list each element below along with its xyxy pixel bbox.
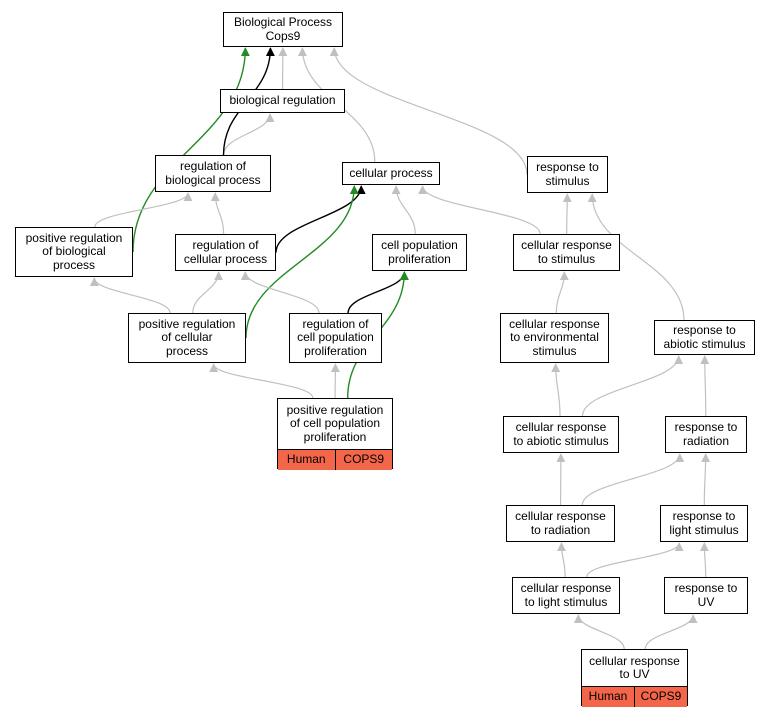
go-term-node[interactable]: cellular response to abiotic stimulus <box>503 416 619 453</box>
gene-tag: COPS9 <box>634 687 687 707</box>
is-a-edge <box>94 192 193 228</box>
go-term-node[interactable]: positive regulation of cell population p… <box>277 398 393 470</box>
go-term-node[interactable]: positive regulation of cellular process <box>128 313 246 363</box>
is-a-edge <box>587 193 685 321</box>
is-a-edge <box>556 542 566 578</box>
go-term-node[interactable]: cellular response to environmental stimu… <box>500 313 609 363</box>
go-term-node[interactable]: cell population proliferation <box>372 234 467 271</box>
go-term-label: positive regulation of cell population p… <box>286 402 384 444</box>
go-term-node[interactable]: regulation of cell population proliferat… <box>289 313 382 363</box>
is-a-edge <box>210 192 225 235</box>
is-a-edge <box>89 277 171 314</box>
is-a-edge <box>329 47 528 175</box>
species-tag: Human <box>278 450 335 470</box>
is-a-edge <box>192 271 224 314</box>
is-a-edge <box>644 614 698 650</box>
go-term-node[interactable]: cellular response to stimulus <box>513 234 620 271</box>
positively-regulates-edge <box>132 47 250 253</box>
is-a-edge <box>581 453 685 506</box>
go-term-node[interactable]: cellular response to light stimulus <box>512 577 620 614</box>
go-term-label: cellular response to UV <box>589 653 680 681</box>
is-a-edge <box>551 363 561 417</box>
is-a-edge <box>586 542 684 578</box>
is-a-edge <box>562 193 572 235</box>
go-term-node[interactable]: positive regulation of biological proces… <box>15 227 133 277</box>
is-a-edge <box>700 355 710 417</box>
is-a-edge <box>240 271 320 314</box>
is-a-edge <box>701 453 711 506</box>
go-term-node[interactable]: Biological Process Cops9 <box>223 12 343 47</box>
go-term-node[interactable]: regulation of cellular process <box>175 234 276 271</box>
go-term-node[interactable]: response to stimulus <box>527 156 608 193</box>
go-term-node[interactable]: regulation of biological process <box>155 155 271 192</box>
go-term-node[interactable]: response to UV <box>664 577 748 614</box>
go-term-node[interactable]: cellular response to radiation <box>506 505 615 542</box>
is-a-edge <box>699 542 709 578</box>
is-a-edge <box>222 113 275 156</box>
is-a-edge <box>581 355 684 417</box>
is-a-edge <box>209 363 314 399</box>
go-term-node[interactable]: response to light stimulus <box>660 505 748 542</box>
is-a-edge <box>391 185 416 235</box>
go-term-node[interactable]: response to abiotic stimulus <box>654 320 755 355</box>
go-term-node[interactable]: cellular process <box>342 162 440 185</box>
is-a-edge <box>418 185 541 235</box>
gene-tag: COPS9 <box>334 450 392 470</box>
species-tag: Human <box>582 687 634 707</box>
is-a-edge <box>555 271 569 314</box>
go-term-node[interactable]: biological regulation <box>220 89 345 113</box>
positively-regulates-edge <box>245 185 359 339</box>
is-a-edge <box>573 614 625 650</box>
go-term-node[interactable]: response to radiation <box>665 416 747 453</box>
regulates-edge <box>275 185 366 253</box>
